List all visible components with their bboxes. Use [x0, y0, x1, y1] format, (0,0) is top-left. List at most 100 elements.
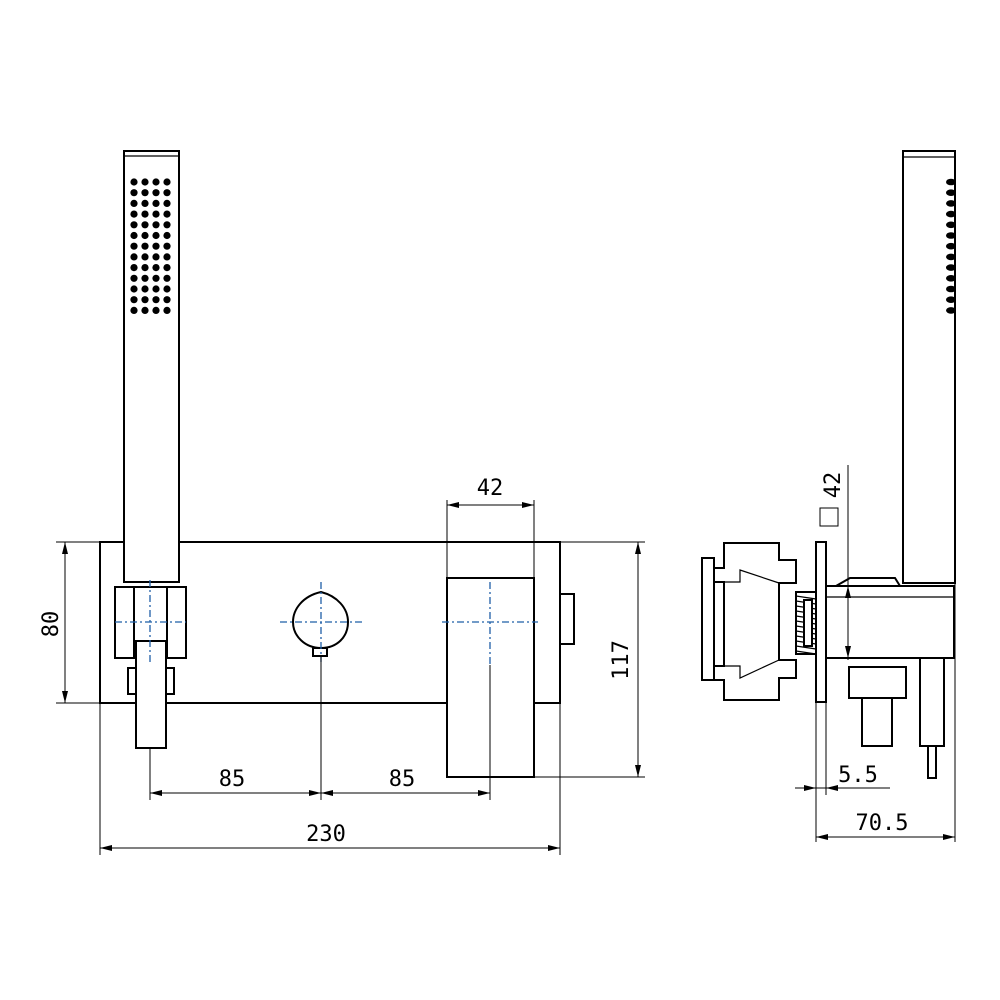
front-view: 42 80 117: [39, 150, 645, 855]
side-lower-stem: [861, 697, 893, 747]
spray-nozzle-dot: [141, 231, 149, 240]
spray-nozzle-dot: [163, 274, 171, 282]
side-lower-nut: [848, 666, 907, 699]
spray-nozzle-dot: [141, 274, 149, 282]
spray-nozzle-dot: [152, 231, 160, 240]
spray-nozzle-dot: [152, 242, 160, 250]
dimension-spacing-right-label: 85: [389, 767, 416, 792]
spray-nozzle-dot: [152, 210, 160, 218]
spray-nozzle-dot: [130, 178, 138, 186]
spray-nozzle-dot: [141, 306, 149, 314]
side-spray-nozzle-dot: [946, 296, 956, 304]
spray-nozzle-dot: [130, 231, 138, 240]
side-inwall-detail: [724, 569, 780, 679]
side-view: 42 5.5 70.5: [701, 150, 956, 842]
spray-nozzle-dot: [152, 306, 160, 314]
side-spray-nozzle-dot: [946, 307, 956, 314]
side-spray-nozzle-dot: [946, 189, 956, 196]
spray-nozzle-dot: [152, 221, 160, 229]
dimension-plate-height: 80: [39, 541, 115, 704]
spray-nozzle-dot: [141, 221, 149, 229]
spray-nozzle-dot: [141, 264, 149, 272]
spray-nozzle-dot: [130, 264, 138, 272]
side-spray-nozzle-dot: [946, 221, 956, 229]
dimension-square-label: 42: [821, 472, 846, 499]
dimension-projection: 70.5: [816, 583, 956, 842]
spray-nozzle-dot: [152, 199, 160, 207]
side-inwall-body: [713, 542, 797, 701]
spray-nozzle-dot: [152, 189, 160, 197]
spray-nozzle-dot: [163, 221, 171, 229]
thread-line: [795, 650, 817, 655]
spray-nozzle-dot: [141, 242, 149, 250]
side-outlet-pipe: [927, 745, 937, 779]
side-mounting-flange: [701, 557, 715, 681]
spray-nozzle-dot: [141, 189, 149, 197]
side-spray-nozzle-dot: [946, 200, 956, 207]
dimension-overall-width: 230: [99, 703, 561, 855]
front-hose-stem: [135, 640, 167, 749]
spray-nozzle-dot: [130, 296, 138, 304]
side-spray-nozzle-dot: [946, 264, 956, 271]
spray-nozzle-dot: [130, 253, 138, 261]
spray-nozzle-dot: [163, 189, 171, 197]
dimension-square: 42: [819, 465, 851, 660]
dimension-spacing-left-label: 85: [219, 767, 246, 792]
spray-nozzle-dot: [163, 210, 171, 218]
spray-nozzle-dot: [130, 189, 138, 197]
spray-nozzle-dot: [163, 178, 171, 186]
spray-nozzle-dot: [163, 242, 171, 250]
spray-nozzle-dot: [130, 199, 138, 207]
spray-nozzle-dot: [163, 199, 171, 207]
front-side-button: [559, 593, 575, 645]
spray-nozzle-dot: [152, 264, 160, 272]
side-spray-nozzle-dot: [946, 253, 956, 261]
side-valve-bracket: [835, 577, 901, 587]
thread-line: [795, 645, 817, 650]
side-spray-nozzle-dot: [946, 285, 956, 293]
front-diverter-stem: [312, 647, 328, 657]
dimension-handle-width-label: 42: [477, 476, 504, 501]
dimension-overall-height: 117: [534, 541, 645, 778]
spray-nozzle-dot: [130, 210, 138, 218]
side-outlet-nut: [919, 657, 945, 747]
spray-nozzle-dot: [152, 253, 160, 261]
spray-nozzle-dot: [152, 274, 160, 282]
spray-nozzle-dot: [163, 306, 171, 314]
spray-nozzle-dot: [163, 253, 171, 261]
spray-nozzle-dot: [152, 178, 160, 186]
side-thread-core: [803, 599, 813, 647]
spray-nozzle-dot: [141, 285, 149, 293]
spray-nozzle-dot: [141, 210, 149, 218]
dimension-overall-height-label: 117: [609, 640, 634, 680]
side-spray-nozzle-dot: [946, 178, 956, 186]
spray-nozzle-dot: [152, 296, 160, 304]
side-spray-nozzle-dot: [946, 275, 956, 282]
dimension-projection-label: 70.5: [856, 811, 909, 836]
side-wall-plate: [815, 541, 827, 703]
spray-nozzle-dot: [130, 274, 138, 282]
spray-nozzle-dot: [163, 296, 171, 304]
spray-nozzle-dot: [130, 242, 138, 250]
thread-line: [795, 595, 817, 600]
dimension-plate-thickness-label: 5.5: [838, 763, 878, 788]
spray-nozzle-dot: [163, 264, 171, 272]
spray-nozzle-dot: [163, 231, 171, 240]
spray-nozzle-dot: [130, 221, 138, 229]
dimension-overall-width-label: 230: [306, 822, 346, 847]
side-spray-nozzle-dot: [946, 210, 956, 218]
spray-nozzle-dot: [141, 253, 149, 261]
spray-nozzle-dot: [152, 285, 160, 293]
spray-nozzle-dot: [130, 285, 138, 293]
spray-nozzle-dot: [141, 178, 149, 186]
front-spray-face: [130, 178, 171, 314]
spray-nozzle-dot: [141, 296, 149, 304]
square-symbol: [819, 507, 839, 527]
side-spray-nozzles: [946, 178, 956, 314]
spray-nozzle-dot: [141, 199, 149, 207]
dimension-plate-thickness: 5.5: [795, 702, 890, 842]
dimension-spacing: 85 85: [149, 656, 491, 800]
spray-nozzle-dot: [130, 306, 138, 314]
side-spray-nozzle-dot: [946, 232, 956, 239]
